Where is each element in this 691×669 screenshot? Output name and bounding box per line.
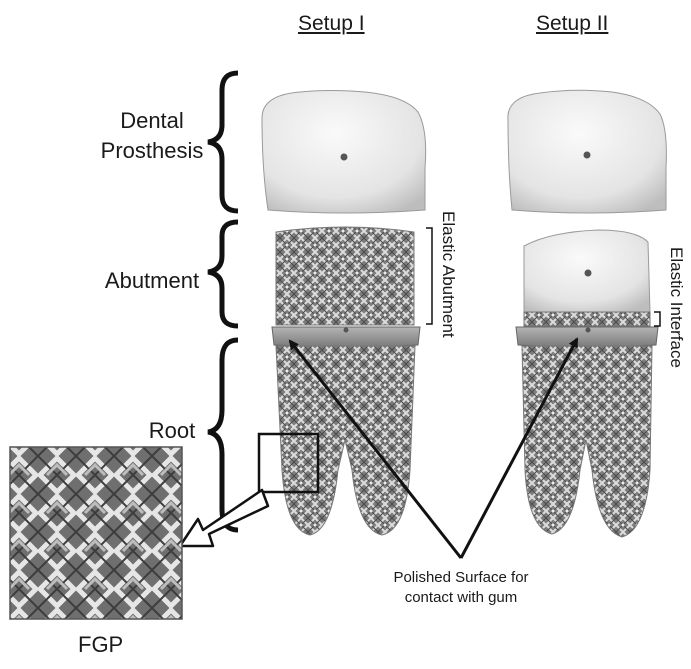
prosthesis-line2: Prosthesis: [92, 136, 212, 166]
elastic-abutment-bracket: [426, 228, 432, 324]
note-line2: contact with gum: [356, 588, 566, 608]
setup2-root: [522, 346, 652, 537]
setup1-header: Setup I: [298, 12, 365, 36]
brace-root: [208, 340, 238, 530]
polished-surface-note: Polished Surface for contact with gum: [356, 568, 566, 608]
setup1-lattice-abutment: [276, 227, 414, 325]
abutment-label: Abutment: [92, 266, 212, 296]
brace-abutment: [208, 222, 238, 326]
elastic-interface-label: Elastic Interface: [666, 247, 686, 368]
root-label: Root: [132, 416, 212, 446]
fgp-inset: [10, 447, 182, 619]
elastic-abutment-label: Elastic Abutment: [438, 211, 458, 338]
elastic-interface-bracket: [654, 312, 660, 326]
setup2-header: Setup II: [536, 12, 608, 36]
setup2-interface: [524, 312, 650, 326]
fgp-label: FGP: [78, 632, 123, 658]
brace-prosthesis: [208, 73, 238, 211]
dental-prosthesis-label: Dental Prosthesis: [92, 106, 212, 166]
setup1-root: [276, 346, 415, 535]
prosthesis-line1: Dental: [92, 106, 212, 136]
setup1-crown: [262, 91, 426, 214]
note-line1: Polished Surface for: [356, 568, 566, 588]
